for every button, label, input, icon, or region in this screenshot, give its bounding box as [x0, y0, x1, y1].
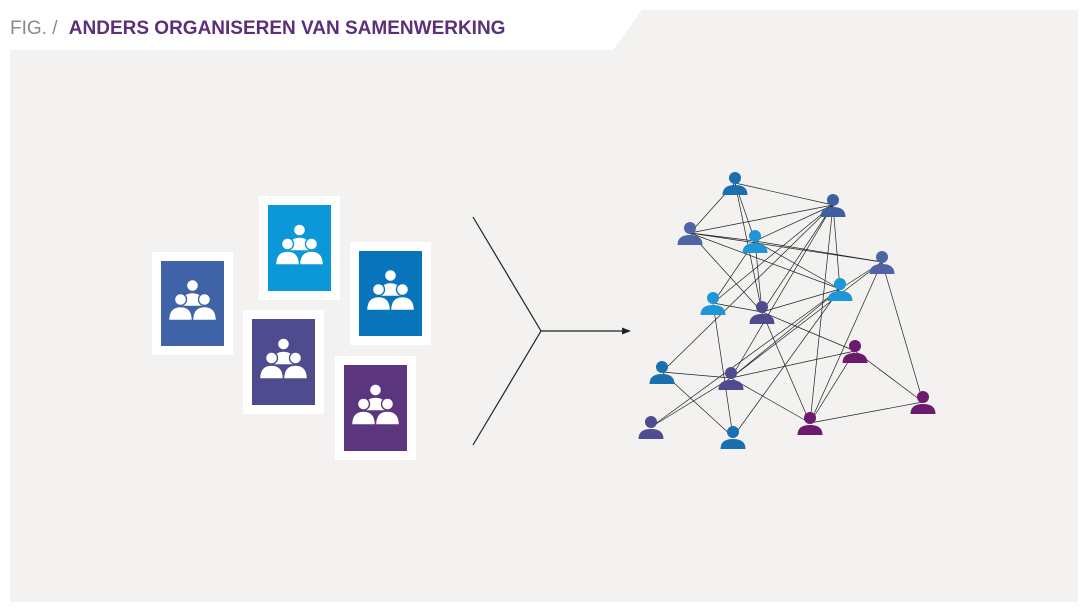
person-icon: [820, 194, 846, 217]
network-link: [689, 232, 841, 290]
network-link: [761, 311, 856, 352]
network-link: [689, 232, 883, 263]
person-icon: [797, 412, 823, 435]
team-icon: [167, 278, 218, 322]
network-link: [650, 288, 841, 428]
team-icon: [258, 337, 309, 380]
person-icon: [677, 222, 703, 245]
network-link: [730, 350, 856, 379]
network-link: [730, 377, 811, 424]
team-card-blue: [152, 252, 233, 355]
diagram-panel: [10, 10, 1078, 602]
network-link: [650, 377, 732, 428]
figure-title: ANDERS ORGANISEREN VAN SAMENWERKING: [69, 18, 506, 39]
team-card-indigo: [243, 310, 324, 414]
team-icon: [350, 383, 401, 426]
network-link: [809, 261, 883, 424]
person-icon: [869, 251, 895, 274]
network-link: [730, 288, 841, 379]
network-link: [712, 204, 834, 304]
network-link: [754, 240, 841, 290]
arrow-head-icon: [622, 327, 631, 335]
converging-arrow: [472, 216, 631, 446]
network-link: [761, 288, 841, 313]
network-link: [712, 302, 734, 438]
team-card-ocean: [350, 242, 431, 345]
network-link: [809, 401, 924, 424]
team-cards: [152, 196, 431, 460]
person-icon: [649, 361, 675, 384]
network-link: [754, 204, 834, 242]
network-link: [732, 288, 841, 438]
network-link: [661, 371, 732, 379]
person-icon: [842, 340, 868, 363]
person-icon: [827, 278, 853, 301]
figure-header: FIG. / ANDERS ORGANISEREN VAN SAMENWERKI…: [10, 18, 505, 39]
person-icon: [910, 391, 936, 414]
network-link: [712, 302, 763, 313]
fig-label: FIG. /: [10, 18, 58, 39]
team-icon: [274, 223, 325, 266]
network-link: [754, 240, 883, 263]
team-card-cyan: [259, 196, 340, 300]
team-icon: [365, 268, 416, 312]
team-card-purple: [335, 356, 416, 460]
network-link: [832, 204, 841, 290]
person-icon: [718, 367, 744, 390]
network-link: [689, 232, 763, 313]
network-link: [689, 204, 834, 234]
network-link: [730, 204, 834, 379]
network-link: [661, 204, 834, 373]
network-link: [761, 204, 834, 313]
network-people: [638, 172, 936, 449]
network-link: [734, 182, 834, 206]
person-icon: [749, 301, 775, 324]
person-icon: [742, 230, 768, 253]
person-icon: [700, 292, 726, 315]
person-icon: [722, 172, 748, 195]
network-link: [881, 261, 924, 403]
person-icon: [720, 426, 746, 449]
network-link: [761, 311, 811, 424]
network-link: [730, 261, 883, 379]
person-icon: [638, 416, 664, 439]
